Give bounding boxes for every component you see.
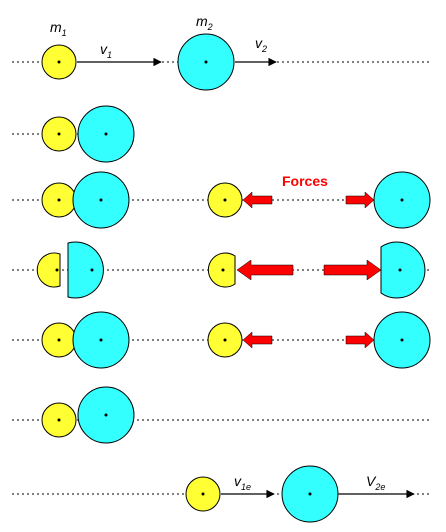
center-dot	[223, 338, 227, 342]
force-arrow-left	[242, 331, 273, 349]
center-dot	[90, 268, 94, 272]
label-v1e: v1e	[234, 473, 251, 492]
center-dot	[55, 268, 59, 272]
force-arrow-right	[345, 331, 375, 349]
center-dot	[308, 492, 312, 496]
stage-contact	[12, 105, 135, 163]
center-dot	[400, 198, 404, 202]
stage-separation	[12, 386, 432, 444]
center-dot	[57, 418, 61, 422]
stage-approach: m1 m2 v1 v2	[12, 13, 432, 91]
stage-compression: Forces	[12, 171, 432, 229]
ball-m1-deformed	[36, 252, 61, 288]
center-dot	[400, 338, 404, 342]
center-dot	[99, 198, 103, 202]
force-arrow-left	[242, 191, 273, 209]
center-dot	[57, 132, 61, 136]
label-m2: m2	[196, 13, 213, 32]
force-arrow-right	[345, 191, 375, 209]
center-dot	[104, 413, 108, 417]
center-dot	[398, 268, 402, 272]
label-v2e: V2e	[366, 473, 385, 492]
center-dot	[221, 268, 225, 272]
center-dot	[99, 338, 103, 342]
force-arrow-right-large	[323, 259, 382, 281]
ball-m2-deformed	[67, 241, 104, 299]
center-dot	[57, 198, 61, 202]
label-v1: v1	[100, 41, 112, 60]
stage-after-collision: v1e V2e	[12, 465, 432, 523]
center-dot	[204, 60, 208, 64]
center-dot	[57, 338, 61, 342]
forces-label: Forces	[282, 173, 328, 189]
center-dot	[201, 492, 205, 496]
force-arrow-left-large	[236, 259, 294, 281]
center-dot	[104, 132, 108, 136]
label-m1: m1	[50, 19, 67, 38]
ball-m2-detail-deformed	[380, 241, 426, 299]
center-dot	[223, 198, 227, 202]
label-v2: v2	[255, 35, 267, 54]
stage-restitution	[12, 311, 432, 369]
center-dot	[57, 60, 61, 64]
stage-maximum-compression	[12, 241, 432, 299]
